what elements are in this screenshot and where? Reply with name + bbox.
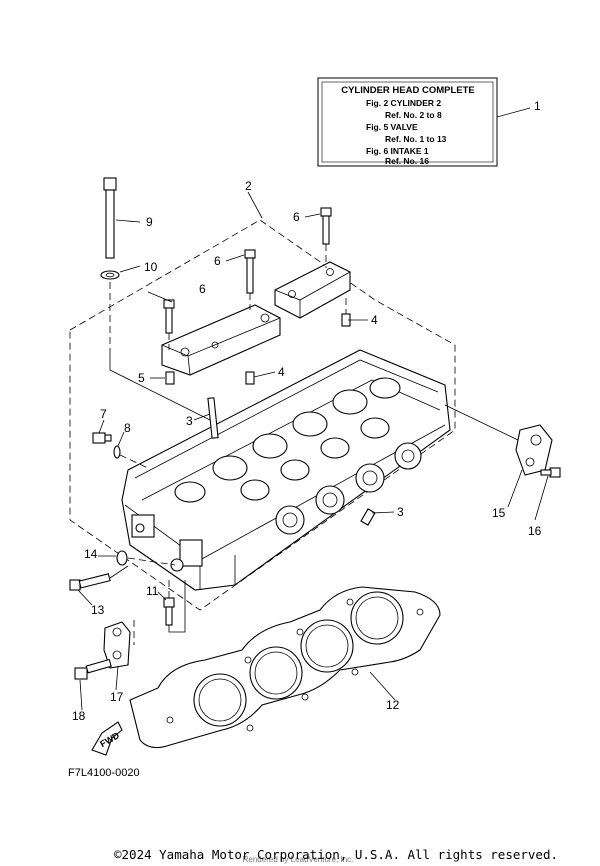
- bolt-13: [69, 573, 111, 591]
- cylinder-head: [121, 349, 451, 591]
- bolt-6-center: [244, 249, 256, 294]
- bolt-13-axis: [109, 565, 129, 579]
- callout-13: 13: [91, 603, 105, 617]
- reference-line-6: Ref. No. 16: [385, 156, 429, 166]
- head-gasket-12: [129, 586, 441, 749]
- bolt-6-right: [320, 207, 332, 245]
- figure-code: F7L4100-0020: [68, 767, 140, 779]
- plug-axis: [119, 454, 149, 469]
- callout-3-lower: 3: [397, 505, 404, 519]
- callout-16: 16: [528, 524, 542, 538]
- callout-14: 14: [84, 547, 98, 561]
- camshaft-cap-right: [274, 261, 351, 319]
- seal-axis: [127, 557, 176, 566]
- bracket-15: [515, 424, 553, 476]
- bolt-18: [74, 658, 112, 680]
- cylinder-head-bolt-9: [103, 177, 117, 259]
- dowel-pin-4-left: [245, 371, 255, 385]
- callout-5: 5: [138, 371, 145, 385]
- callout-3-upper: 3: [186, 414, 193, 428]
- callout-15: 15: [492, 506, 506, 520]
- stud-3-upper: [207, 397, 219, 439]
- callout-6-left: 6: [199, 282, 206, 296]
- bracket-axis: [444, 404, 519, 441]
- callout-leaders: [77, 191, 549, 711]
- assembly-outline: [69, 219, 456, 611]
- callout-6-right: 6: [293, 210, 300, 224]
- watermark: Rendered by LeadVenture, Inc.: [243, 855, 354, 864]
- callout-1: 1: [534, 99, 541, 113]
- callout-18: 18: [72, 709, 86, 723]
- callout-4-right: 4: [371, 313, 378, 327]
- callout-9: 9: [146, 215, 153, 229]
- callout-4-left: 4: [278, 365, 285, 379]
- bolt-9-leader: [109, 350, 211, 421]
- callout-17: 17: [110, 690, 124, 704]
- bolt-11-leader: [168, 580, 186, 633]
- stud-3-lower: [360, 508, 376, 526]
- copyright-notice: ©2024 Yamaha Motor Corporation, U.S.A. A…: [114, 847, 558, 862]
- reference-line-2: Ref. No. 2 to 8: [385, 110, 442, 120]
- washer-10: [100, 270, 120, 280]
- reference-box: CYLINDER HEAD COMPLETE Fig. 2 CYLINDER 2…: [317, 77, 498, 167]
- bolt-6-left: [163, 299, 175, 334]
- dowel-pin-5: [165, 371, 175, 385]
- reference-line-3: Fig. 5 VALVE: [366, 122, 418, 132]
- forward-arrow-icon: FWD: [91, 721, 123, 756]
- callout-8: 8: [124, 421, 131, 435]
- callout-7: 7: [100, 407, 107, 421]
- plug-7: [92, 432, 112, 444]
- camshaft-cap-left: [161, 304, 281, 376]
- bolt-11: [163, 597, 175, 626]
- callout-6-center: 6: [214, 254, 221, 268]
- callout-10: 10: [144, 260, 158, 274]
- reference-line-5: Fig. 6 INTAKE 1: [366, 146, 429, 156]
- reference-line-4: Ref. No. 1 to 13: [385, 134, 447, 144]
- gasket-8: [113, 445, 121, 459]
- seal-14: [116, 550, 128, 566]
- callout-11: 11: [146, 584, 159, 598]
- reference-box-title: CYLINDER HEAD COMPLETE: [341, 85, 475, 96]
- bolt-16: [540, 467, 561, 478]
- bracket-17: [103, 621, 131, 669]
- callout-2: 2: [245, 179, 252, 193]
- callout-12: 12: [386, 698, 400, 712]
- leader-1: [496, 107, 531, 118]
- callout-numbers: 1 2 3 3 4 4 5 6 6 6 7 8 9 10 11 12 13 14…: [72, 99, 542, 723]
- reference-line-1: Fig. 2 CYLINDER 2: [366, 98, 441, 108]
